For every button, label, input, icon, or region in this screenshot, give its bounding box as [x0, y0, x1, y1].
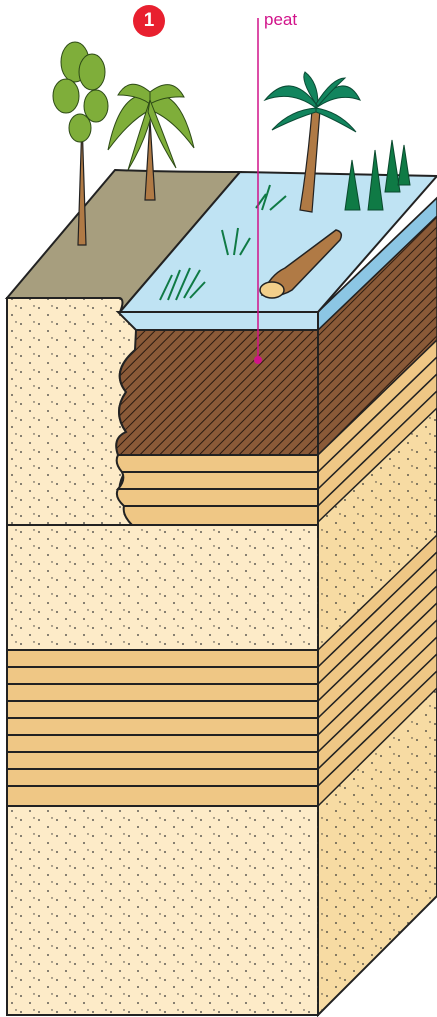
peat-label: peat	[264, 10, 297, 30]
step-number-badge: 1	[133, 5, 165, 37]
block-front-face	[7, 298, 318, 1015]
front-bands-lower	[7, 650, 318, 806]
front-bands-upper	[117, 455, 318, 525]
peat-pointer-dot	[254, 356, 262, 364]
block-right-face	[318, 198, 437, 1015]
